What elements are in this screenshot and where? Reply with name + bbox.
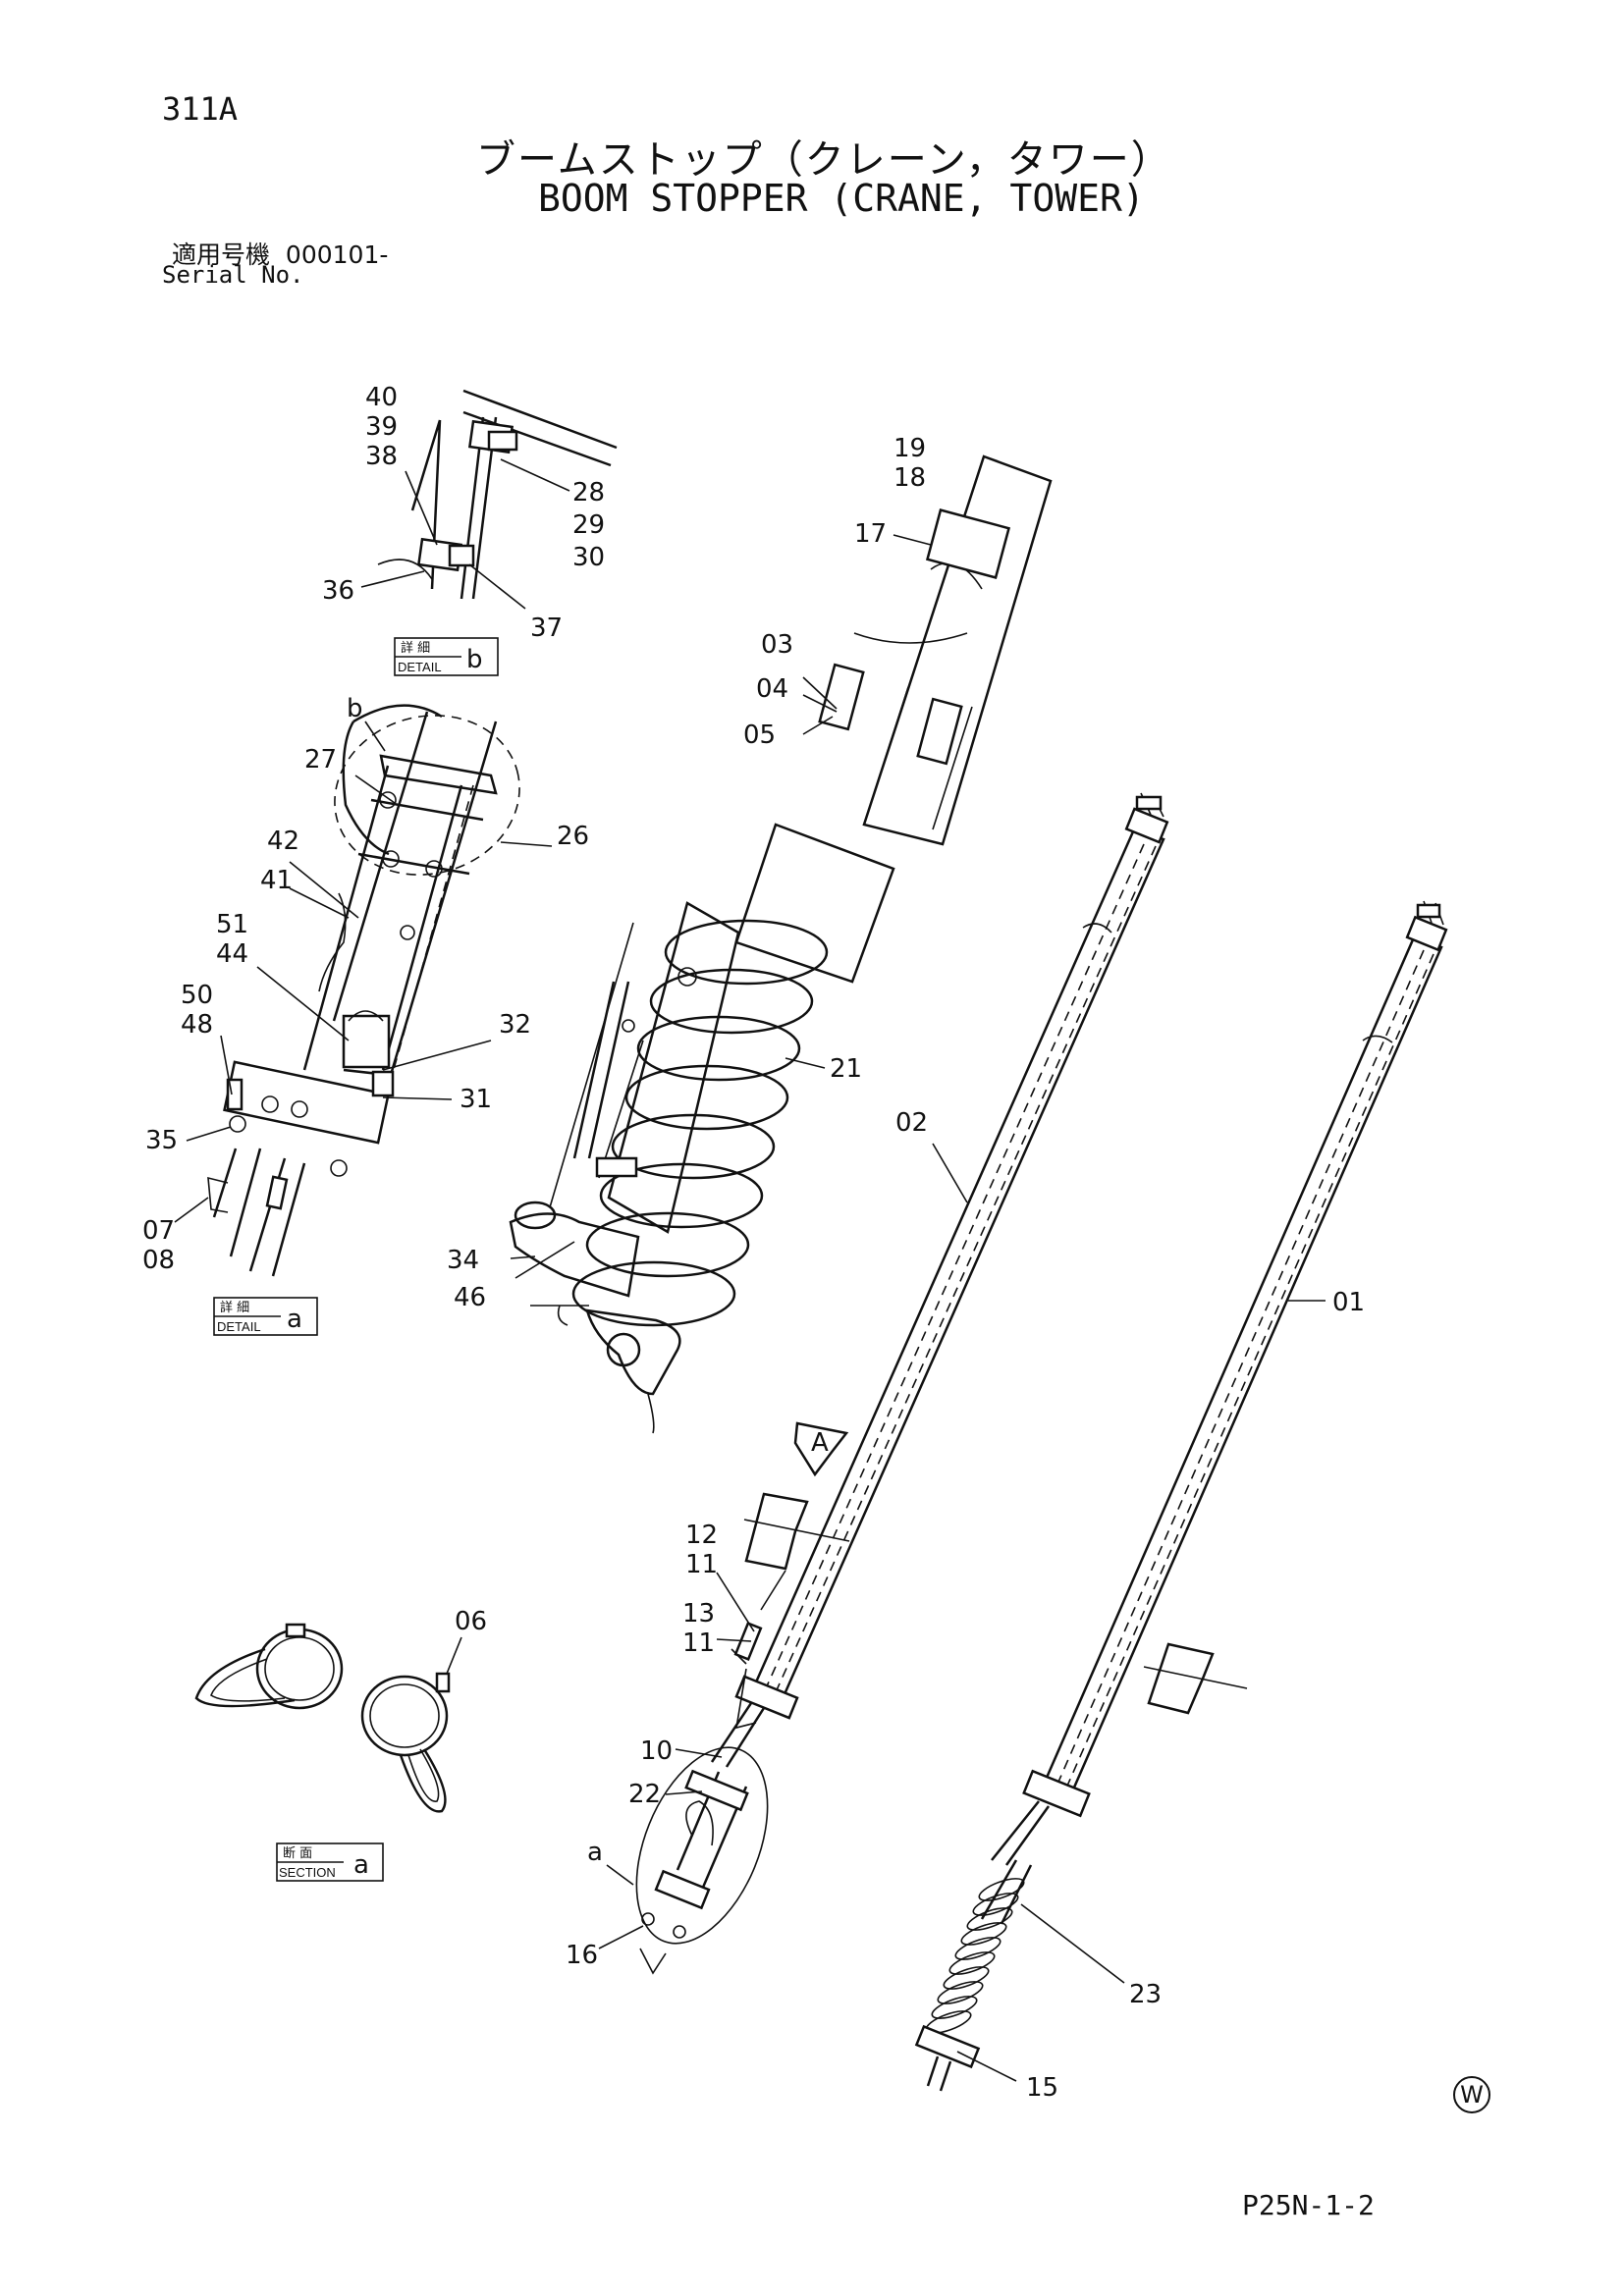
callout-23: 23 xyxy=(1129,1980,1162,2009)
title-english: BOOM STOPPER (CRANE, TOWER) xyxy=(538,177,1145,220)
detail-a-jp: 詳 細 xyxy=(220,1300,249,1315)
callout-29: 29 xyxy=(572,510,605,540)
section-a-letter: a xyxy=(353,1850,369,1880)
callout-04: 04 xyxy=(756,674,788,704)
callout-08: 08 xyxy=(142,1246,175,1275)
detail-a-en: DETAIL xyxy=(217,1319,261,1334)
callout-34: 34 xyxy=(447,1246,479,1275)
serial-value: 000101- xyxy=(285,240,389,269)
callout-28: 28 xyxy=(572,478,605,507)
detail-b-drawing xyxy=(377,389,618,600)
callout-51: 51 xyxy=(216,910,248,939)
callout-37: 37 xyxy=(530,614,563,643)
callout-18: 18 xyxy=(893,463,926,493)
callout-10: 10 xyxy=(640,1736,673,1766)
detail-b-jp: 詳 細 xyxy=(401,640,430,656)
callout-01: 01 xyxy=(1332,1288,1365,1317)
callout-07: 07 xyxy=(142,1216,175,1246)
detail-a-letter: a xyxy=(287,1305,302,1334)
detail-a-label-box: 詳 細 DETAIL a xyxy=(213,1297,318,1336)
callout-48: 48 xyxy=(181,1010,213,1040)
detail-b-label-box: 詳 細 DETAIL b xyxy=(394,637,499,676)
callout-22: 22 xyxy=(628,1780,661,1809)
callout-46: 46 xyxy=(454,1283,486,1312)
callout-labels: 40 39 38 28 29 30 36 37 27 26 42 41 51 4… xyxy=(142,383,1365,2103)
callout-42: 42 xyxy=(267,827,299,856)
serial-line: 適用号機 000101- xyxy=(172,236,388,271)
callout-19: 19 xyxy=(893,434,926,463)
detail-marker-a: a xyxy=(587,1838,603,1867)
callout-31: 31 xyxy=(460,1085,492,1114)
callout-30: 30 xyxy=(572,543,605,572)
callout-02: 02 xyxy=(895,1108,928,1138)
callout-36: 36 xyxy=(322,576,354,606)
view-arrow-a: A xyxy=(811,1428,829,1458)
detail-a-drawing xyxy=(207,704,498,1277)
callout-41: 41 xyxy=(260,866,293,895)
serial-label-jp: 適用号機 xyxy=(172,240,271,269)
callout-39: 39 xyxy=(365,412,398,442)
page-id: 311A xyxy=(162,90,239,128)
detail-b-circle xyxy=(334,715,520,876)
page-code: P25N-1-2 xyxy=(1242,2189,1375,2221)
section-a-en: SECTION xyxy=(279,1865,336,1880)
callout-17: 17 xyxy=(854,519,887,549)
callout-32: 32 xyxy=(499,1010,531,1040)
section-a-label-box: 断 面 SECTION a xyxy=(276,1842,384,1882)
rod-01-spring xyxy=(925,1878,1025,2034)
detail-marker-b: b xyxy=(347,694,363,723)
callout-12: 12 xyxy=(685,1521,718,1550)
stopper-rod-01 xyxy=(914,900,1448,2092)
callout-38: 38 xyxy=(365,442,398,471)
section-a-jp: 断 面 xyxy=(283,1846,312,1861)
callout-35: 35 xyxy=(145,1126,178,1155)
boom-foot-assembly xyxy=(509,454,1053,1434)
callout-06: 06 xyxy=(455,1607,487,1636)
leader-lines xyxy=(174,458,1326,2082)
callout-11-upper: 11 xyxy=(685,1550,718,1579)
title-japanese: ブームストップ（クレーン，タワー） xyxy=(476,137,1172,183)
callout-50: 50 xyxy=(181,981,213,1010)
section-a-drawing xyxy=(194,1623,451,1813)
stopper-rod-02: A xyxy=(635,792,1169,1975)
callout-26: 26 xyxy=(557,822,589,851)
callout-40: 40 xyxy=(365,383,398,412)
callout-03: 03 xyxy=(761,630,793,660)
detail-b-en: DETAIL xyxy=(398,660,442,674)
callout-27: 27 xyxy=(304,745,337,774)
serial-label-en: Serial No. xyxy=(162,261,304,289)
boom-spring xyxy=(571,919,829,1327)
callout-13: 13 xyxy=(682,1599,715,1629)
detail-b-letter: b xyxy=(466,645,483,674)
callout-21: 21 xyxy=(830,1054,862,1084)
callout-16: 16 xyxy=(566,1941,598,1970)
w-mark: W xyxy=(1453,2076,1490,2113)
callout-44: 44 xyxy=(216,939,248,969)
callout-11-lower: 11 xyxy=(682,1629,715,1658)
callout-05: 05 xyxy=(743,721,776,750)
callout-15: 15 xyxy=(1026,2073,1058,2103)
